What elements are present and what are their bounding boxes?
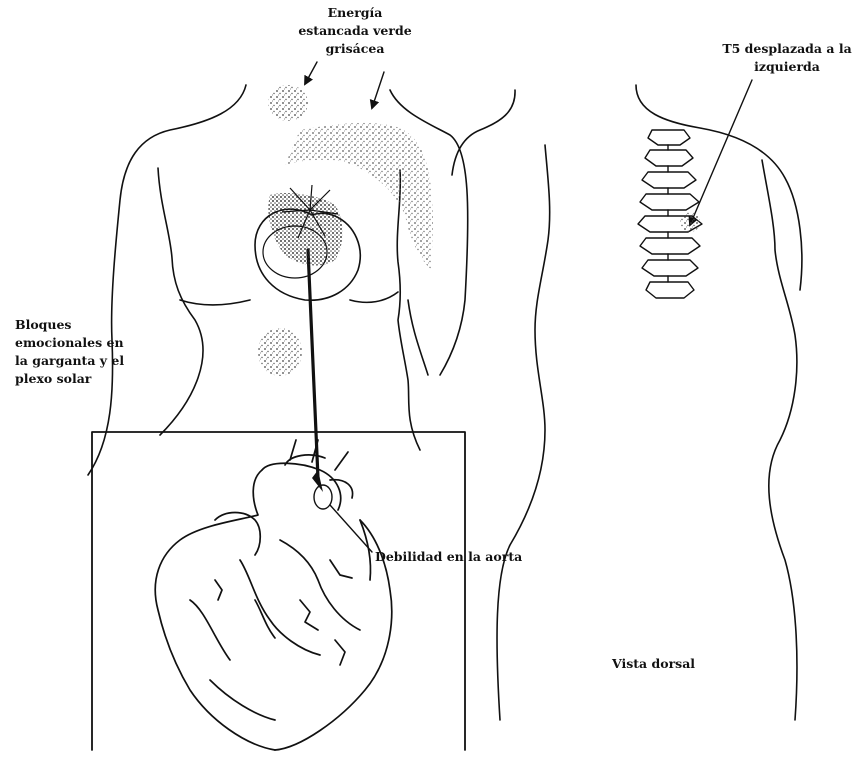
label-t5-line2: izquierda xyxy=(712,58,862,76)
label-energy-line2: estancada verde xyxy=(290,22,420,40)
label-blocks-line1: Bloques xyxy=(15,316,124,334)
label-blocks-line4: plexo solar xyxy=(15,370,124,388)
label-aorta-weakness: Debilidad en la aorta xyxy=(375,548,522,566)
label-energy-line3: grisácea xyxy=(290,40,420,58)
label-energy-line1: Energía xyxy=(290,4,420,22)
anatomical-heart xyxy=(155,440,392,750)
label-t5: T5 desplazada a la izquierda xyxy=(712,40,862,76)
label-blocks-line3: la garganta y el xyxy=(15,352,124,370)
inset-frame xyxy=(92,432,465,750)
label-energy: Energía estancada verde grisácea xyxy=(290,4,420,58)
back-torso-outline xyxy=(452,85,802,720)
label-emotional-blocks: Bloques emocionales en la garganta y el … xyxy=(15,316,124,388)
label-dorsal-view: Vista dorsal xyxy=(612,655,695,673)
label-t5-line1: T5 desplazada a la xyxy=(712,40,862,58)
label-blocks-line2: emocionales en xyxy=(15,334,124,352)
energy-stipple-regions xyxy=(258,85,700,376)
